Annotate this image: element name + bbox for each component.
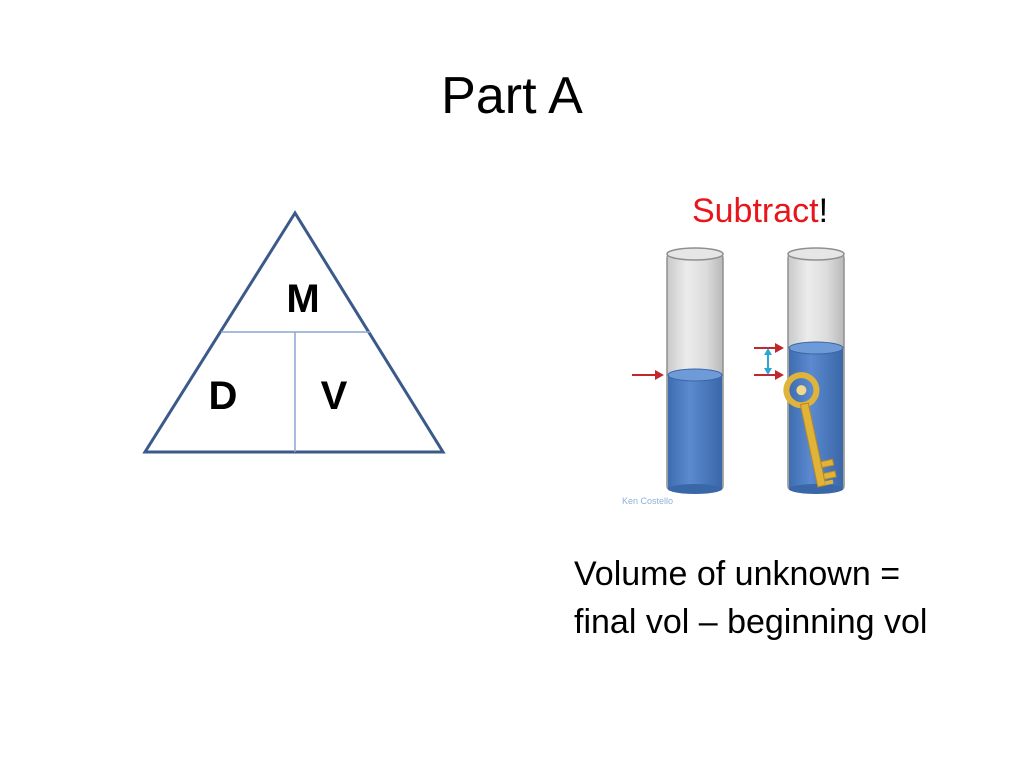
double-arrow-icon	[764, 348, 772, 375]
image-credit: Ken Costello	[622, 496, 674, 506]
slide-title: Part A	[441, 67, 583, 125]
subtract-heading: Subtract!	[640, 190, 880, 232]
triangle-label-density: D	[208, 374, 238, 418]
water-before	[668, 375, 722, 489]
displacement-illustration	[632, 247, 845, 494]
arrow-right-icon	[754, 343, 784, 380]
volume-equation: Volume of unknown = final vol – beginnin…	[574, 550, 1014, 646]
subtract-word: Subtract	[691, 192, 819, 230]
key-icon	[783, 372, 837, 488]
arrow-right-icon	[632, 370, 664, 380]
cylinder-after	[787, 247, 845, 494]
triangle-label-mass: M	[286, 277, 320, 321]
subtract-exclamation: !	[818, 192, 829, 230]
equation-line-1: Volume of unknown =	[574, 555, 901, 593]
cylinder-before	[666, 247, 724, 494]
triangle-label-volume: V	[320, 374, 348, 418]
equation-line-2: final vol – beginning vol	[574, 603, 928, 641]
